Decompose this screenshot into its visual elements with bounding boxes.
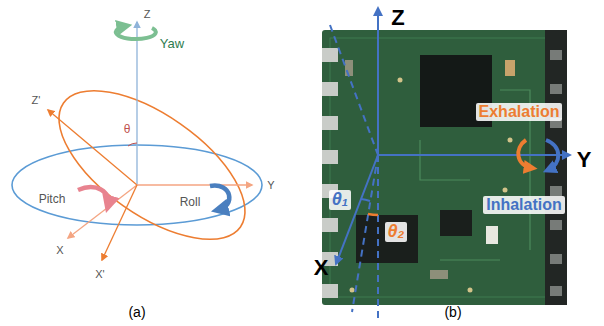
component bbox=[505, 60, 515, 76]
theta2-arc bbox=[368, 214, 378, 215]
attitude-sketch bbox=[12, 22, 269, 268]
inhalation-arrow bbox=[546, 140, 558, 170]
axis-label: Y bbox=[267, 179, 274, 191]
panel-label: (a) bbox=[128, 305, 145, 320]
tilted-axis bbox=[330, 25, 378, 155]
axis-label: X bbox=[314, 256, 329, 280]
y-axis bbox=[137, 184, 252, 185]
axis-label: Z bbox=[391, 6, 404, 30]
exhalation-arrow bbox=[518, 140, 532, 168]
right-pins bbox=[550, 50, 562, 296]
board-axes bbox=[330, 8, 570, 320]
angle-label: θ₂ bbox=[385, 222, 408, 242]
roll-arrow bbox=[210, 186, 229, 210]
angle-label: θ bbox=[124, 123, 131, 136]
z-axis-lower bbox=[377, 155, 379, 320]
component bbox=[486, 226, 498, 244]
sensor-board bbox=[322, 30, 567, 305]
theta1-arc bbox=[361, 199, 370, 201]
z-prime-axis bbox=[48, 110, 137, 185]
panel-label: (b) bbox=[444, 305, 461, 320]
axis-label: Y bbox=[577, 148, 592, 172]
pitch-arrow bbox=[78, 187, 109, 206]
breath-label: Exhalation bbox=[476, 103, 563, 121]
tilted-axis bbox=[352, 155, 378, 312]
y-axis bbox=[378, 154, 570, 156]
pcb-trace bbox=[330, 38, 559, 297]
angle-label: θ₁ bbox=[329, 190, 351, 210]
component bbox=[430, 270, 448, 279]
right-header bbox=[545, 30, 567, 305]
z-axis bbox=[377, 8, 379, 155]
tilted-plane bbox=[35, 62, 269, 268]
pcb bbox=[322, 30, 567, 305]
rotation-label: Roll bbox=[180, 196, 201, 209]
z-axis bbox=[136, 22, 137, 185]
axis-label: X bbox=[56, 244, 63, 256]
x-axis bbox=[68, 185, 137, 238]
axis-label: Z bbox=[144, 8, 151, 20]
theta-arc bbox=[128, 143, 137, 146]
breath-label: Inhalation bbox=[483, 196, 565, 214]
rotation-label: Pitch bbox=[39, 193, 66, 206]
axis-label: X' bbox=[95, 268, 104, 280]
yaw-arrow bbox=[116, 26, 156, 39]
rotation-label: Yaw bbox=[160, 37, 184, 51]
axis-label: Z' bbox=[32, 94, 41, 106]
chip bbox=[440, 210, 472, 236]
chip bbox=[356, 215, 418, 263]
